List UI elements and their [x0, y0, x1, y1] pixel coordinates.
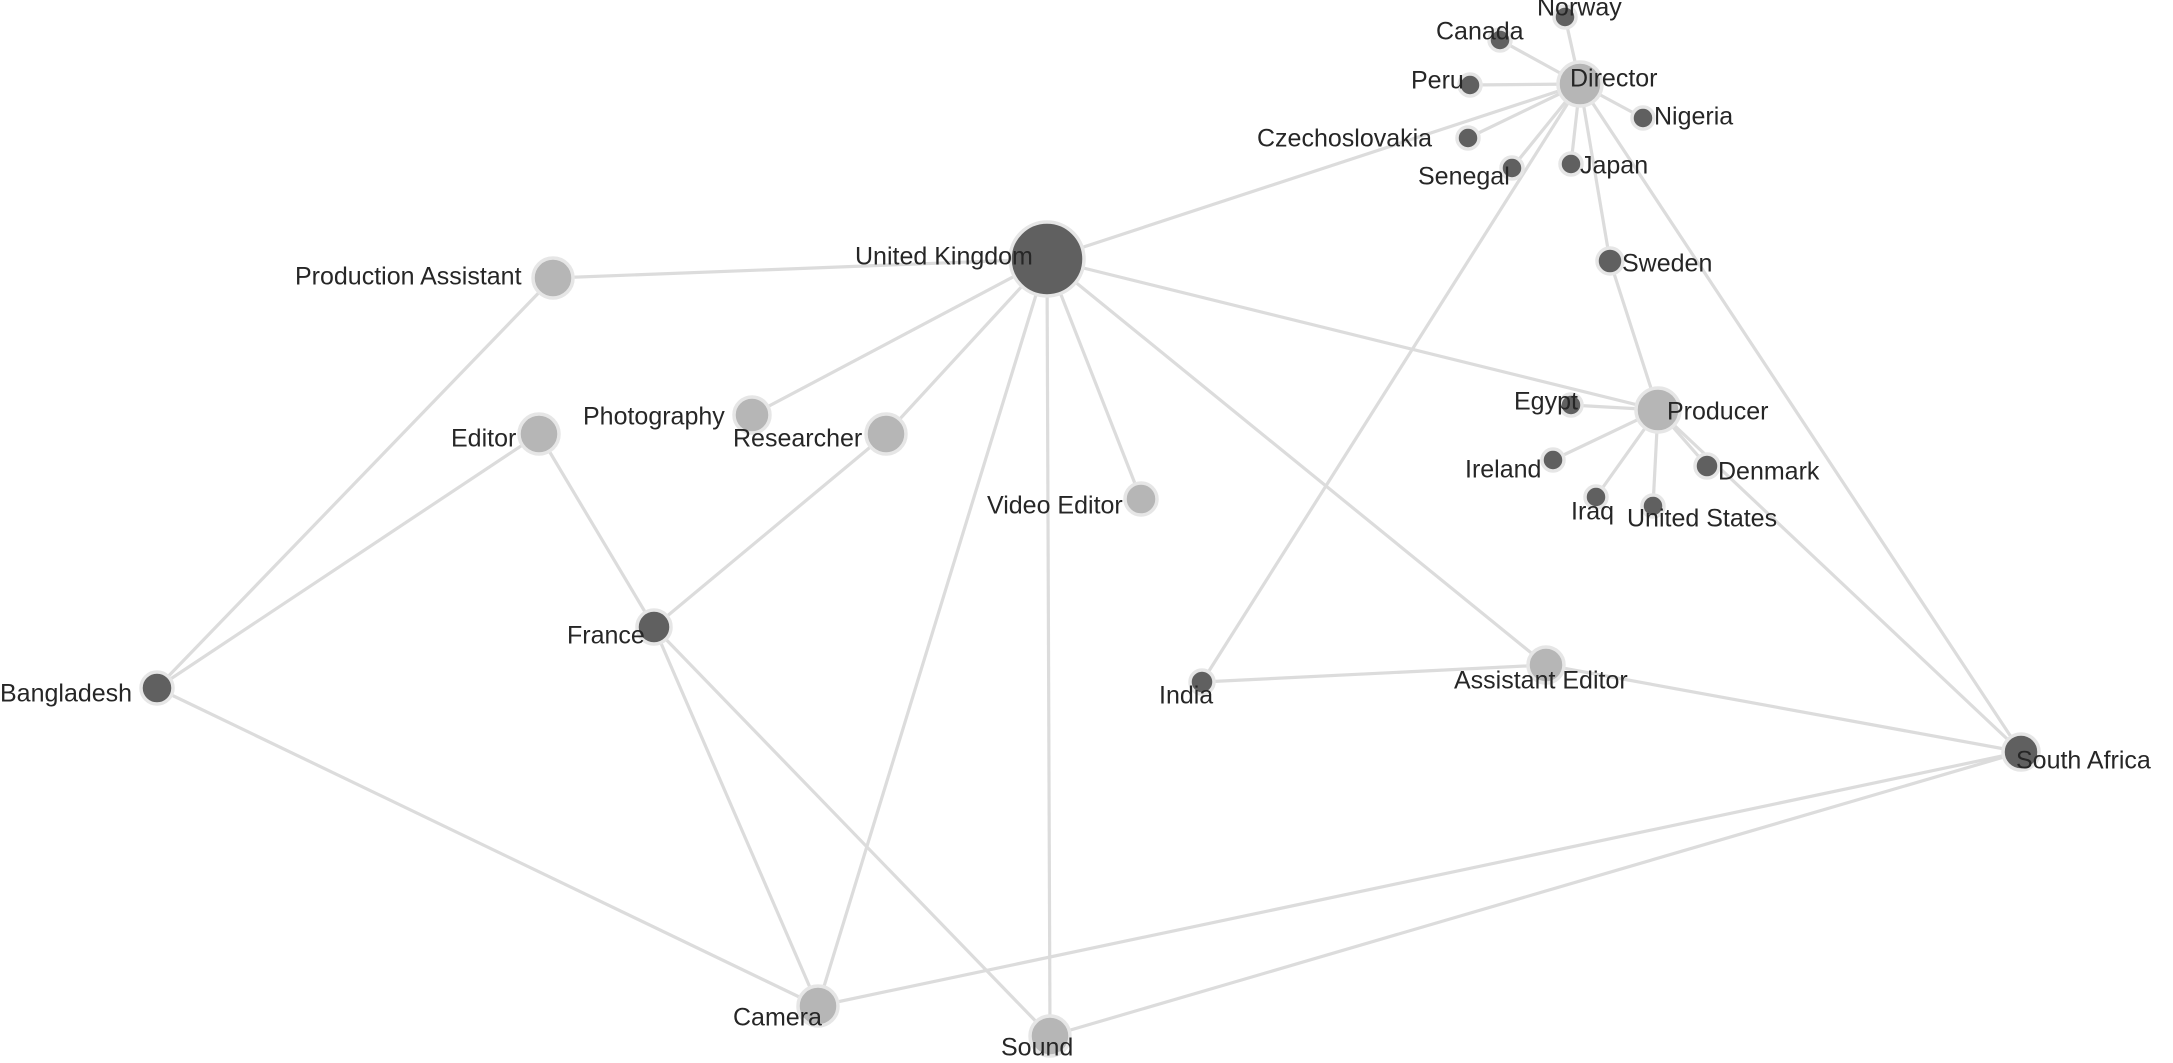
node-label-norway: Norway [1537, 0, 1622, 22]
node-label-editor: Editor [451, 425, 516, 453]
node-france[interactable] [635, 608, 673, 646]
edge-united-kingdom-assistant-editor [1045, 257, 1548, 667]
node-iraq[interactable] [1583, 484, 1609, 510]
nodes-layer [139, 4, 2041, 1058]
node-united-kingdom[interactable] [1008, 220, 1086, 298]
node-producer[interactable] [1634, 386, 1682, 434]
node-united-states[interactable] [1640, 493, 1666, 519]
node-label-czechoslovakia: Czechoslovakia [1257, 125, 1432, 153]
node-production-assistant[interactable] [531, 256, 575, 300]
edge-united-kingdom-camera [816, 258, 1049, 1007]
node-label-researcher: Researcher [733, 425, 862, 453]
node-assistant-editor[interactable] [1526, 645, 1566, 685]
edge-united-kingdom-researcher [884, 257, 1049, 436]
node-label-senegal: Senegal [1418, 163, 1510, 191]
node-denmark[interactable] [1693, 452, 1721, 480]
node-researcher[interactable] [864, 412, 908, 456]
node-senegal[interactable] [1499, 155, 1525, 181]
node-sweden[interactable] [1595, 246, 1625, 276]
node-editor[interactable] [517, 412, 561, 456]
node-label-sound: Sound [1001, 1034, 1073, 1062]
node-label-united-kingdom: United Kingdom [855, 243, 1033, 271]
node-label-iraq: Iraq [1571, 498, 1614, 526]
edge-united-kingdom-photography [751, 257, 1048, 417]
node-india[interactable] [1188, 668, 1216, 696]
edge-united-kingdom-video-editor [1045, 258, 1143, 500]
node-camera[interactable] [796, 984, 840, 1028]
edge-united-kingdom-production-assistant [552, 257, 1048, 280]
node-south-africa[interactable] [2001, 732, 2041, 772]
node-japan[interactable] [1558, 151, 1584, 177]
edge-india-assistant-editor [1201, 663, 1547, 684]
node-label-india: India [1159, 682, 1213, 710]
edge-south-africa-camera [817, 750, 2022, 1008]
edge-editor-france [537, 433, 656, 628]
node-bangladesh[interactable] [139, 670, 175, 706]
edge-director-sweden [1578, 83, 1612, 262]
node-label-camera: Camera [733, 1004, 822, 1032]
edge-united-kingdom-sound [1045, 258, 1052, 1037]
node-video-editor[interactable] [1123, 481, 1159, 517]
node-director[interactable] [1556, 60, 1604, 108]
edge-united-kingdom-director [1046, 82, 1581, 261]
edge-bangladesh-camera [156, 686, 819, 1008]
node-czechoslovakia[interactable] [1455, 125, 1481, 151]
node-label-france: France [567, 622, 645, 650]
edge-france-sound [652, 625, 1052, 1038]
node-label-director: Director [1570, 65, 1658, 93]
node-photography[interactable] [732, 395, 772, 435]
node-label-egypt: Egypt [1514, 388, 1578, 416]
node-label-peru: Peru [1411, 67, 1464, 95]
node-label-producer: Producer [1667, 398, 1768, 426]
edge-assistant-editor-south-africa [1545, 663, 2022, 754]
node-label-japan: Japan [1580, 152, 1648, 180]
node-peru[interactable] [1457, 72, 1483, 98]
node-ireland[interactable] [1540, 447, 1566, 473]
edge-sweden-producer [1608, 260, 1660, 411]
node-sound[interactable] [1028, 1014, 1072, 1058]
edge-production-assistant-bangladesh [155, 276, 555, 690]
node-label-production-assistant: Production Assistant [295, 263, 522, 291]
edge-united-kingdom-producer [1046, 257, 1659, 412]
edge-researcher-france [652, 432, 888, 629]
node-label-united-states: United States [1627, 505, 1777, 533]
node-norway[interactable] [1552, 4, 1578, 30]
edge-director-india [1200, 83, 1582, 683]
node-label-denmark: Denmark [1718, 458, 1820, 486]
edge-france-camera [652, 626, 820, 1007]
node-label-bangladesh: Bangladesh [0, 680, 132, 708]
edge-south-africa-sound [1049, 750, 2022, 1038]
node-nigeria[interactable] [1630, 105, 1656, 131]
node-egypt[interactable] [1558, 392, 1584, 418]
node-label-nigeria: Nigeria [1654, 103, 1733, 131]
node-label-assistant-editor: Assistant Editor [1454, 667, 1628, 695]
node-label-canada: Canada [1436, 18, 1524, 46]
node-label-ireland: Ireland [1465, 456, 1541, 484]
edge-editor-bangladesh [156, 432, 540, 690]
node-canada[interactable] [1487, 27, 1513, 53]
node-label-video-editor: Video Editor [987, 492, 1123, 520]
node-label-sweden: Sweden [1622, 250, 1712, 278]
node-label-south-africa: South Africa [2016, 747, 2151, 775]
node-label-photography: Photography [583, 403, 725, 431]
edge-director-south-africa [1578, 83, 2023, 753]
